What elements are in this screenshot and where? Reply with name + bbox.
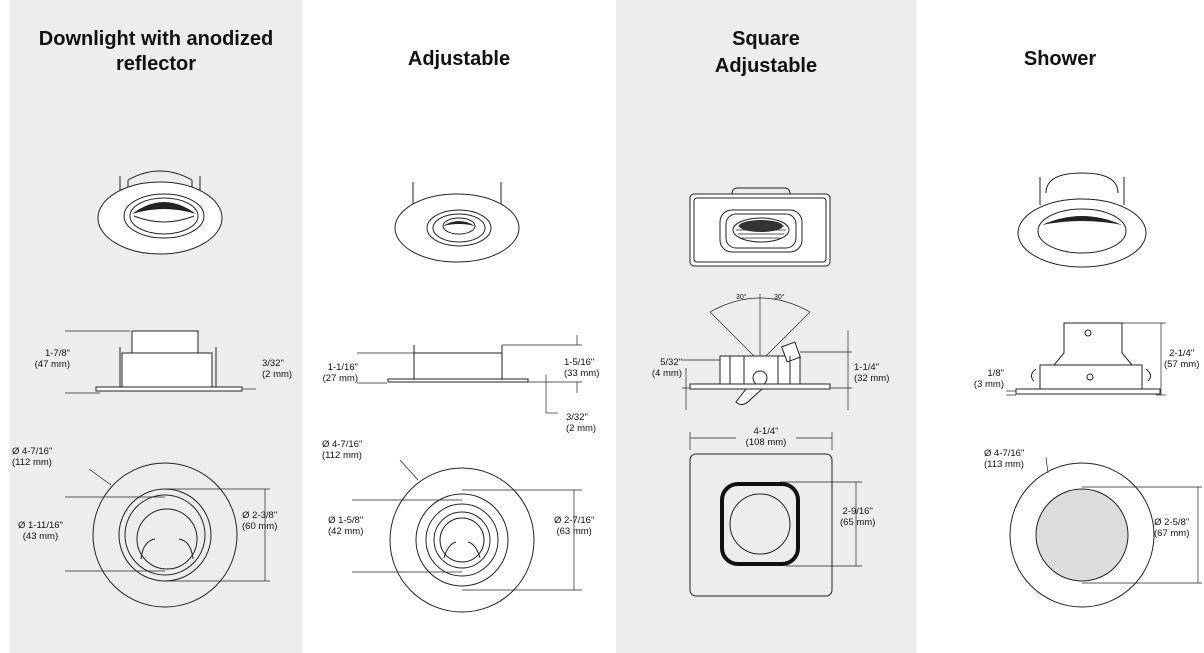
shower-side-drawing	[1006, 315, 1186, 405]
column-title: Downlight with anodized reflector	[38, 28, 274, 75]
shower-flange-label: 1/8"(3 mm)	[973, 368, 1004, 390]
adjustable-3d-drawing	[387, 178, 527, 268]
square-top-drawing	[676, 428, 876, 628]
shower-height-label: 2-1/4"(57 mm)	[1164, 348, 1200, 370]
square-height-label: 1-1/4"(32 mm)	[854, 362, 890, 384]
square-side-drawing	[682, 290, 862, 410]
square-flange-label: 5/32"(4 mm)	[651, 357, 682, 379]
column-title: Shower	[1023, 48, 1097, 70]
adjustable-top-drawing	[352, 460, 592, 620]
angle-right-label: 30°	[774, 294, 785, 301]
square-opening-label: 2-9/16"(65 mm)	[840, 506, 876, 528]
square-3d-drawing	[686, 180, 836, 270]
adjustable-inner-dia-label: Ø 1-5/8"(42 mm)	[328, 515, 364, 537]
downlight-mid-dia-label: Ø 2-3/8"(60 mm)	[242, 510, 278, 532]
downlight-outer-dia-label: Ø 4-7/16"(112 mm)	[12, 446, 53, 468]
adjustable-side-drawing	[352, 335, 602, 435]
downlight-inner-dia-label: Ø 1-11/16"(43 mm)	[18, 520, 63, 542]
column-downlight: Downlight with anodized reflector 1-7/8"…	[10, 0, 302, 653]
adjustable-flange-label: 3/32"(2 mm)	[566, 412, 597, 434]
shower-3d-drawing	[1006, 165, 1156, 275]
angle-left-label: 30°	[736, 294, 747, 301]
column-title: Adjustable	[407, 48, 511, 70]
adjustable-mid-dia-label: Ø 2-7/16"(63 mm)	[554, 515, 595, 537]
square-width-label: 4-1/4"(108 mm)	[736, 426, 796, 448]
adjustable-height-right-label: 1-5/16"(33 mm)	[564, 357, 600, 379]
downlight-flange-label: 3/32"(2 mm)	[262, 358, 293, 380]
downlight-height-label: 1-7/8"(47 mm)	[34, 348, 70, 370]
shower-top-drawing	[1006, 455, 1204, 615]
column-adjustable: Adjustable 1-1/16"(27 mm) 1-5/16"(33 mm)…	[302, 0, 616, 653]
column-square-adjustable: Square Adjustable 30° 30° 5/32"(4 mm) 1-…	[616, 0, 916, 653]
column-title-line1: Square	[732, 28, 800, 50]
shower-lens-dia-label: Ø 2-5/8"(67 mm)	[1154, 517, 1190, 539]
downlight-3d-drawing	[90, 160, 230, 265]
downlight-side-drawing	[60, 325, 260, 400]
shower-outer-dia-label: Ø 4-7/16"(113 mm)	[984, 448, 1025, 470]
downlight-top-drawing	[65, 455, 285, 615]
adjustable-outer-dia-label: Ø 4-7/16"(112 mm)	[322, 439, 363, 461]
adjustable-height-left-label: 1-1/16"(27 mm)	[322, 362, 358, 384]
column-title-line2: Adjustable	[714, 55, 818, 77]
column-shower: Shower 1/8"(3 mm) 2-1/4"(57 mm) Ø 4-7/16…	[916, 0, 1204, 653]
